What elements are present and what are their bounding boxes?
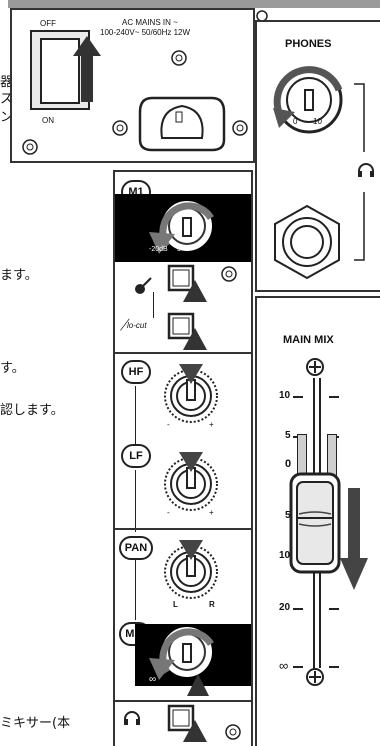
headphones-icon <box>358 163 374 177</box>
hf-badge: HF <box>121 360 151 384</box>
up-arrow-icon <box>73 36 101 102</box>
channel-strip: M1 -20dB 5 ╱lo-cut HF - + <box>113 170 253 746</box>
divider <box>153 292 154 318</box>
phones-panel: PHONES 0 10 <box>255 20 380 292</box>
scale-label: 0 <box>285 458 292 470</box>
locut-text: lo-cut <box>127 321 147 330</box>
screw-icon <box>22 139 38 155</box>
phones-jack[interactable] <box>267 202 347 282</box>
divider <box>135 470 136 532</box>
scale-tick <box>293 608 303 610</box>
scale-label: 10 <box>279 390 291 401</box>
phones-volume-knob[interactable] <box>269 60 349 140</box>
screw-icon <box>306 358 324 376</box>
locut-switch[interactable] <box>167 312 209 352</box>
lf-minus: - <box>167 508 170 517</box>
screw-icon <box>306 668 324 686</box>
left-text-5: す。 <box>0 361 25 376</box>
left-text-3: ン <box>0 110 14 125</box>
scale-label: 20 <box>279 602 291 613</box>
pan-right: R <box>209 600 215 609</box>
gain-min-label: -20dB <box>149 246 168 253</box>
scale-label: ∞ <box>279 658 289 673</box>
hf-eq-knob[interactable] <box>151 356 231 436</box>
mix-knob[interactable] <box>143 612 233 692</box>
down-arrow-icon <box>340 488 368 590</box>
scale-tick <box>293 396 303 398</box>
divider <box>135 560 136 620</box>
phones-knob-min: 0 <box>293 117 298 126</box>
headphones-icon <box>124 711 140 725</box>
ac-inlet-icon[interactable] <box>132 88 232 158</box>
divider <box>115 700 251 702</box>
phones-cue-switch[interactable] <box>167 704 209 744</box>
left-text-2: ス <box>0 92 14 107</box>
hf-minus: - <box>167 420 170 429</box>
scale-tick <box>329 396 339 398</box>
screw-icon <box>171 50 187 66</box>
mix-infinity: ∞ <box>149 674 157 685</box>
screw-icon <box>221 266 237 282</box>
scale-tick <box>293 666 303 668</box>
phones-knob-max: 10 <box>313 117 322 126</box>
gain-knob[interactable] <box>145 188 235 268</box>
gain-mid-label: 5 <box>177 246 181 253</box>
lf-badge: LF <box>121 444 151 468</box>
switch-on-label: ON <box>42 116 54 125</box>
screw-icon <box>232 120 248 136</box>
divider <box>115 528 251 530</box>
main-mix-fader[interactable] <box>285 468 345 578</box>
scale-label: 5 <box>285 510 291 521</box>
main-mix-panel: MAIN MIX 10 5 0 5 10 20 ∞ <box>255 296 380 746</box>
phones-title: PHONES <box>285 38 332 50</box>
pan-badge: PAN <box>119 536 153 560</box>
left-text-4: ます。 <box>0 268 38 283</box>
mains-spec: 100-240V~ 50/60Hz 12W <box>100 28 191 37</box>
power-switch[interactable] <box>30 30 90 110</box>
switch-off-label: OFF <box>40 19 56 28</box>
lf-plus: + <box>209 508 214 517</box>
top-edge <box>8 0 380 8</box>
hi-z-switch[interactable] <box>167 264 209 304</box>
scale-tick <box>329 608 339 610</box>
main-mix-title: MAIN MIX <box>283 334 334 346</box>
scale-label: 5 <box>285 430 291 441</box>
scale-label: 10 <box>279 550 291 561</box>
left-text-6: 認します。 <box>0 403 64 418</box>
pan-left: L <box>173 600 178 609</box>
locut-label: ╱lo-cut <box>121 320 147 331</box>
screw-icon <box>112 120 128 136</box>
divider <box>135 386 136 446</box>
power-panel: OFF ON AC MAINS IN ~ 100-240V~ 50/60Hz 1… <box>10 8 255 163</box>
left-text-1: 器 <box>0 75 14 90</box>
bracket-line <box>354 83 365 261</box>
guitar-icon <box>135 277 152 294</box>
divider <box>115 352 251 354</box>
mains-title: AC MAINS IN ~ <box>122 18 178 27</box>
up-triangle-icon <box>187 674 209 696</box>
scale-tick <box>329 666 339 668</box>
hf-plus: + <box>209 420 214 429</box>
pan-knob[interactable] <box>151 532 231 612</box>
left-text-7: ミキサー(本 <box>0 716 71 731</box>
lf-eq-knob[interactable] <box>151 444 231 524</box>
screw-icon <box>225 724 241 740</box>
